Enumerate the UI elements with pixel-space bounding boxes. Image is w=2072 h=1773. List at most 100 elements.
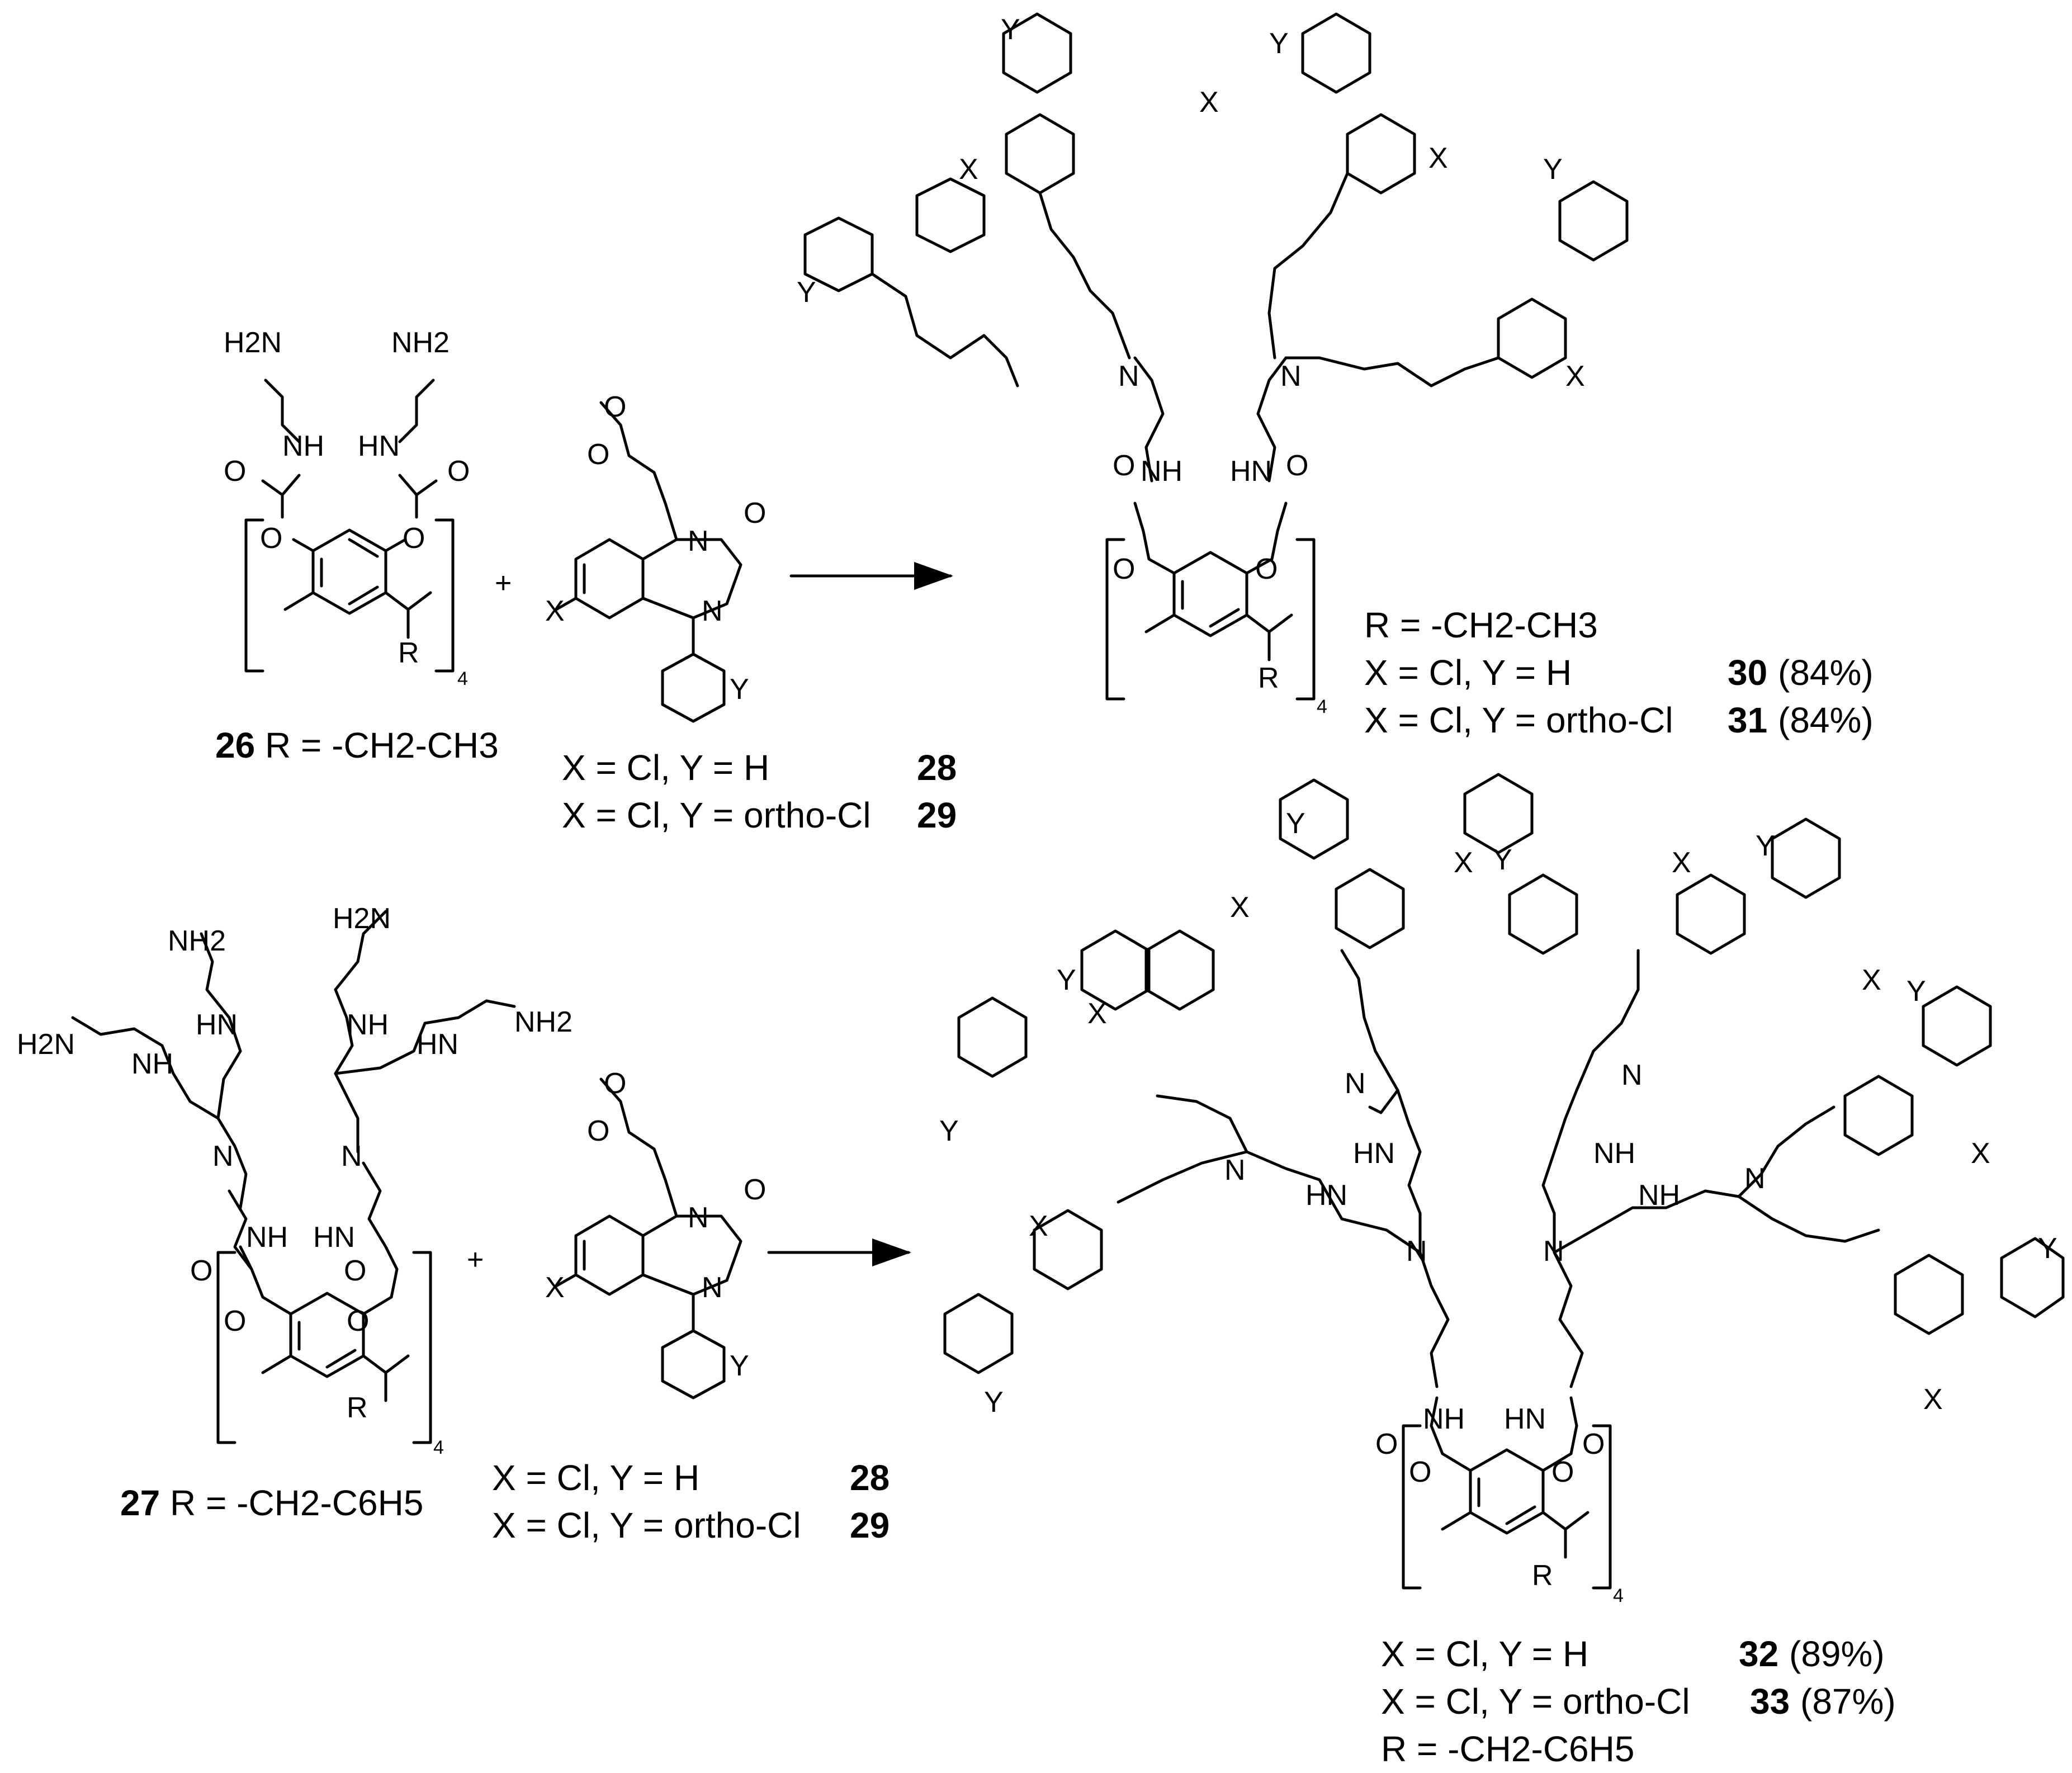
product-bottom-yield2: (87%) (1800, 1681, 1896, 1722)
plus-sign: + (467, 1244, 484, 1276)
atom-y: Y (1286, 807, 1305, 840)
product-top-yield2: (84%) (1778, 700, 1874, 740)
atom-nh2: NH2 (168, 925, 226, 957)
atom-nh2: NH2 (514, 1006, 573, 1038)
atom-y: Y (1756, 830, 1775, 862)
atom-x: X (1230, 891, 1250, 924)
atom-n: N (688, 1202, 709, 1234)
reagent-top-num1: 28 (917, 748, 957, 788)
atom-r: R (1258, 662, 1279, 694)
atom-x: X (959, 153, 978, 186)
atom-y: Y (730, 673, 749, 706)
reagent-bottom-num1: 28 (850, 1458, 890, 1498)
atom-o: O (1375, 1428, 1398, 1460)
product-bottom-line2: X = Cl, Y = ortho-Cl (1381, 1681, 1690, 1722)
atom-y: Y (1493, 844, 1512, 876)
product-top-rdef: R = -CH2-CH3 (1364, 605, 1598, 645)
atom-n: N (688, 525, 709, 557)
atom-x: X (1454, 847, 1473, 879)
atom-hn: HN (1305, 1179, 1347, 1212)
atom-r: R (398, 637, 419, 669)
subscript-4: 4 (1317, 696, 1327, 717)
reagent-top-num2: 29 (917, 795, 957, 835)
atom-o: O (224, 455, 246, 488)
atom-o: O (604, 1067, 626, 1100)
atom-n: N (702, 595, 723, 627)
atom-nh: NH (246, 1221, 288, 1254)
atom-o: O (1255, 553, 1278, 585)
atom-o: O (744, 497, 766, 529)
atom-x: X (1428, 142, 1448, 174)
atom-x: X (1923, 1383, 1943, 1416)
atom-x: X (1199, 86, 1219, 119)
compound-26-number: 26 (215, 725, 255, 765)
subscript-4: 4 (1613, 1585, 1624, 1606)
atom-o: O (347, 1305, 369, 1337)
subscript-4: 4 (433, 1437, 444, 1458)
atom-x: X (1565, 360, 1585, 393)
atom-y: Y (1001, 13, 1020, 46)
atom-hn: HN (1353, 1137, 1395, 1170)
product-bottom-num2: 33 (1750, 1681, 1790, 1722)
atom-nh: NH (1423, 1403, 1465, 1435)
product-top-num1: 30 (1728, 653, 1767, 693)
atom-o: O (1113, 450, 1135, 482)
atom-r: R (1532, 1559, 1553, 1592)
atom-o: O (604, 391, 626, 423)
compound-26-caption: 26 R = -CH2-CH3 (215, 725, 499, 765)
atom-n: N (341, 1140, 362, 1172)
atom-r: R (347, 1392, 368, 1424)
atom-hn: HN (196, 1009, 238, 1041)
atom-y: Y (1057, 964, 1076, 996)
atom-n: N (1543, 1235, 1564, 1268)
compound-27-caption: 27 R = -CH2-C6H5 (120, 1483, 423, 1523)
atom-nh: NH (282, 430, 324, 462)
atom-o: O (224, 1305, 246, 1337)
atom-o: O (344, 1255, 366, 1287)
atom-n: N (1118, 360, 1139, 393)
product-32-33-structure (943, 773, 2065, 1590)
atom-y: Y (1269, 27, 1289, 60)
atom-hn: HN (1504, 1403, 1546, 1435)
atom-o: O (447, 455, 470, 488)
atom-o: O (1113, 553, 1135, 585)
atom-o: O (260, 522, 282, 555)
atom-o: O (587, 1115, 609, 1147)
atom-y: Y (1907, 975, 1926, 1008)
compound-26-definition: R = -CH2-CH3 (265, 725, 499, 765)
atom-nh: NH (1141, 455, 1182, 488)
atom-nh: NH (131, 1048, 173, 1080)
atom-x: X (1862, 964, 1881, 996)
plus-sign: + (495, 567, 512, 599)
compound-26-structure (244, 379, 455, 673)
product-bottom-yield1: (89%) (1789, 1634, 1885, 1674)
reagent-top-line2: X = Cl, Y = ortho-Cl (562, 795, 871, 835)
atom-y: Y (2038, 1232, 2057, 1265)
product-top-line1: X = Cl, Y = H (1364, 653, 1572, 693)
compound-27-definition: R = -CH2-C6H5 (170, 1483, 423, 1523)
atom-hn: HN (358, 430, 400, 462)
atom-h2n: H2N (333, 902, 391, 935)
atom-y: Y (1543, 153, 1563, 186)
reagent-bottom-line2: X = Cl, Y = ortho-Cl (492, 1505, 801, 1545)
atom-h2n: H2N (17, 1028, 75, 1061)
atom-n: N (212, 1140, 234, 1172)
atom-hn: HN (313, 1221, 355, 1254)
atom-n: N (1744, 1162, 1766, 1195)
atom-y: Y (730, 1350, 749, 1382)
reagent-top-line1: X = Cl, Y = H (562, 748, 769, 788)
atom-x: X (545, 595, 565, 627)
atom-n: N (1224, 1154, 1246, 1186)
atom-n: N (702, 1271, 723, 1304)
atom-y: Y (939, 1115, 959, 1147)
atom-o: O (744, 1174, 766, 1206)
product-30-31-structure (803, 12, 1629, 701)
atom-hn: HN (1230, 455, 1272, 488)
atom-nh: NH (1593, 1137, 1635, 1170)
atom-o: O (1286, 450, 1308, 482)
atom-h2n: H2N (224, 327, 282, 359)
reagent-benzodiazepine-bottom (555, 1077, 742, 1400)
atom-n: N (1406, 1235, 1427, 1268)
product-top-num2: 31 (1728, 700, 1767, 740)
